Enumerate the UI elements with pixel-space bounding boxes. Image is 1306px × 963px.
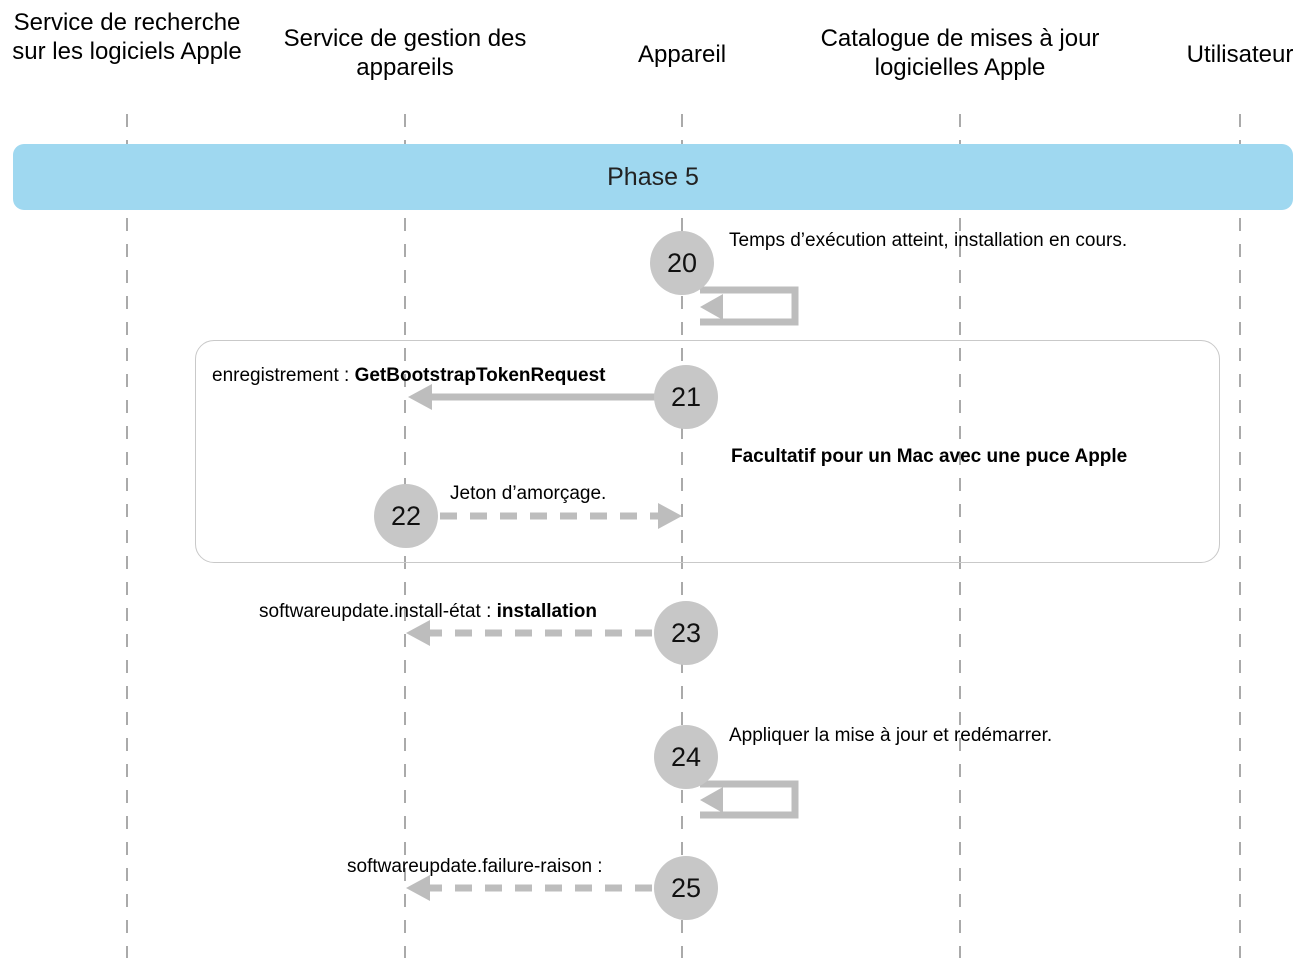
arrow-step-24 [700,780,799,819]
step-number-25: 25 [670,872,702,903]
message-label-20: Temps d’exécution atteint, installation … [729,229,1127,252]
actor-label-lookup: Service de recherche sur les logiciels A… [12,9,242,65]
arrow-step-20 [700,286,799,326]
message-text-23-bold: installation [496,601,597,622]
step-circle-21[interactable]: 21 [654,365,718,429]
step-number-23: 23 [670,617,702,648]
actor-header-lookup: Service de recherche sur les logiciels A… [7,8,247,66]
step-number-24: 24 [670,741,702,772]
message-label-23: softwareupdate.install-état : installati… [259,600,597,623]
arrow-step-23 [406,620,652,646]
actor-label-catalog: Catalogue de mises à jour logicielles Ap… [820,25,1100,81]
step-number-22: 22 [390,500,422,531]
message-text-24: Appliquer la mise à jour et redémarrer. [729,725,1053,746]
message-text-21: enregistrement : [212,365,355,386]
message-label-21: enregistrement : GetBootstrapTokenReques… [212,364,605,387]
arrow-step-21 [408,384,655,410]
step-circle-25[interactable]: 25 [654,856,718,920]
step-circle-22[interactable]: 22 [374,484,438,548]
actor-header-user: Utilisateur [1160,40,1306,69]
message-label-25: softwareupdate.failure-raison : [347,855,603,878]
step-circle-24[interactable]: 24 [654,725,718,789]
actor-header-mdm: Service de gestion des appareils [283,24,527,82]
message-text-20: Temps d’exécution atteint, installation … [729,230,1128,251]
actor-header-device: Appareil [592,40,772,69]
optional-fragment-note: Facultatif pour un Mac avec une puce App… [731,446,1128,467]
actor-header-catalog: Catalogue de mises à jour logicielles Ap… [820,24,1100,82]
message-text-21-bold: GetBootstrapTokenRequest [354,365,606,386]
step-number-21: 21 [670,381,702,412]
actor-label-user: Utilisateur [1186,41,1294,68]
actor-label-mdm: Service de gestion des appareils [283,25,527,81]
step-circle-23[interactable]: 23 [654,601,718,665]
phase-banner-label: Phase 5 [607,162,699,191]
actor-label-device: Appareil [637,41,727,68]
message-text-25: softwareupdate.failure-raison : [347,856,603,877]
message-label-24: Appliquer la mise à jour et redémarrer. [729,724,1052,747]
step-number-20: 20 [666,247,698,278]
arrow-step-25 [406,875,652,901]
arrow-step-22 [440,503,682,529]
phase-banner: Phase 5 [13,144,1293,210]
message-label-22: Jeton d’amorçage. [450,482,606,505]
message-text-22: Jeton d’amorçage. [450,483,607,504]
message-text-23: softwareupdate.install-état : [259,601,497,622]
step-circle-20[interactable]: 20 [650,231,714,295]
optional-fragment-box [195,340,1220,563]
